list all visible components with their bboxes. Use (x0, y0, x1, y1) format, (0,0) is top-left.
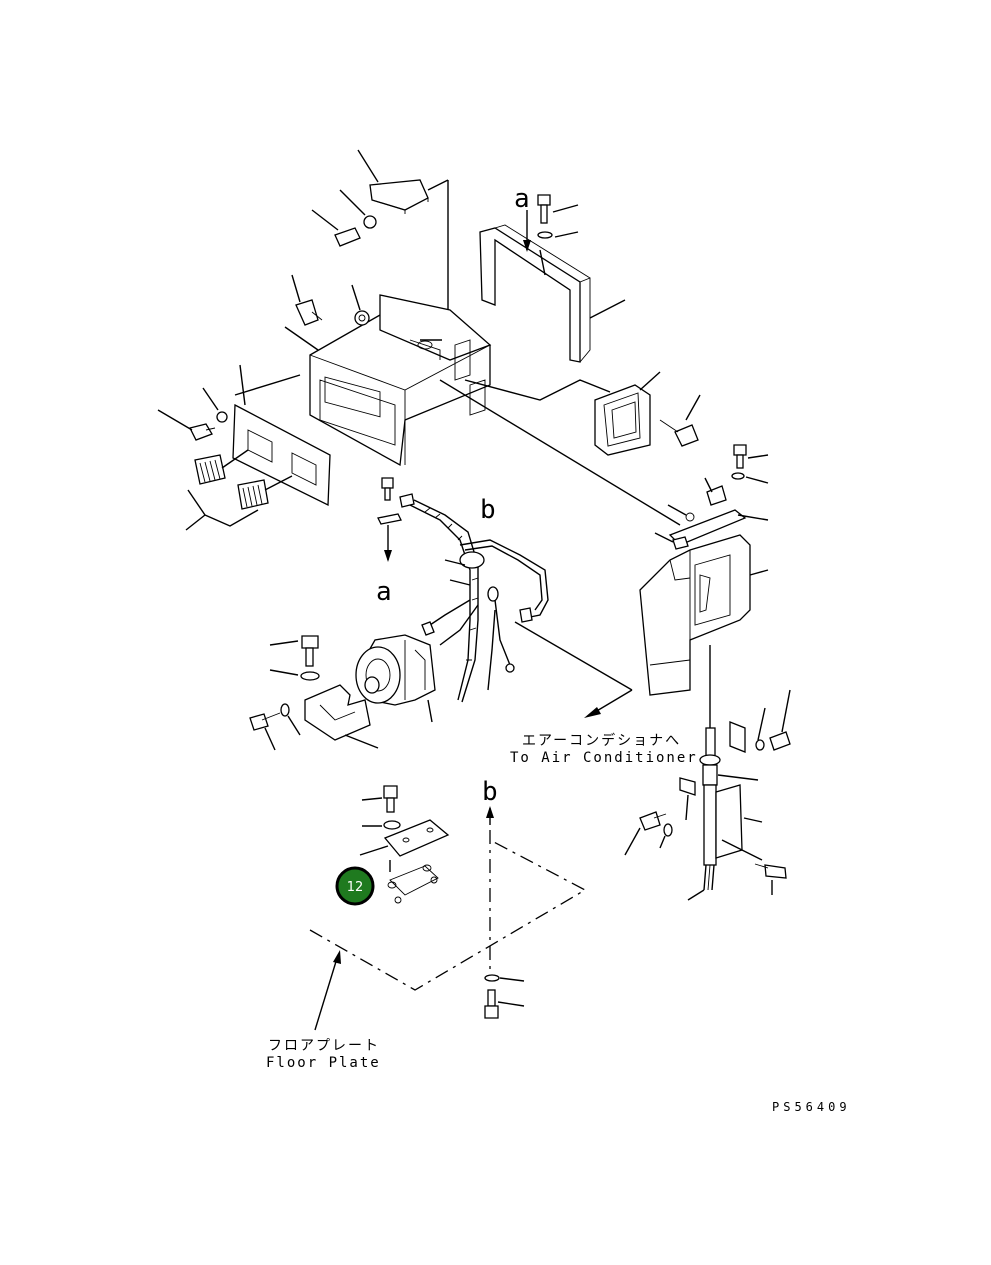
blower-motor (249, 634, 436, 751)
air-conditioner-note-en: To Air Conditioner (510, 750, 698, 766)
callout-number[interactable]: 12 (347, 880, 364, 895)
floor-plate-note-jp: フロアプレート (268, 1038, 380, 1054)
callout-circle[interactable] (335, 866, 375, 906)
callout-badge[interactable]: 12 (335, 866, 375, 906)
louver-block (594, 371, 701, 456)
arrow-label-b-bottom: b (482, 777, 498, 807)
cover-plate (464, 194, 626, 401)
arrow-label-a-bottom: a (376, 577, 392, 607)
arrow-label-b-top: b (480, 495, 496, 525)
top-bracket-assembly (311, 149, 449, 365)
panel-with-grilles (157, 364, 331, 531)
floor-plate-note-en: Floor Plate (266, 1055, 381, 1071)
wiring-harness (377, 477, 633, 718)
arrow-label-a-top: a (514, 184, 530, 214)
air-duct (639, 444, 769, 696)
blower-housing (284, 274, 681, 526)
floor-plate-assembly (309, 785, 587, 1031)
air-conditioner-note-jp: エアーコンデショナへ (522, 732, 681, 749)
drawing-code: PS56409 (772, 1100, 851, 1114)
control-cable (624, 645, 791, 901)
